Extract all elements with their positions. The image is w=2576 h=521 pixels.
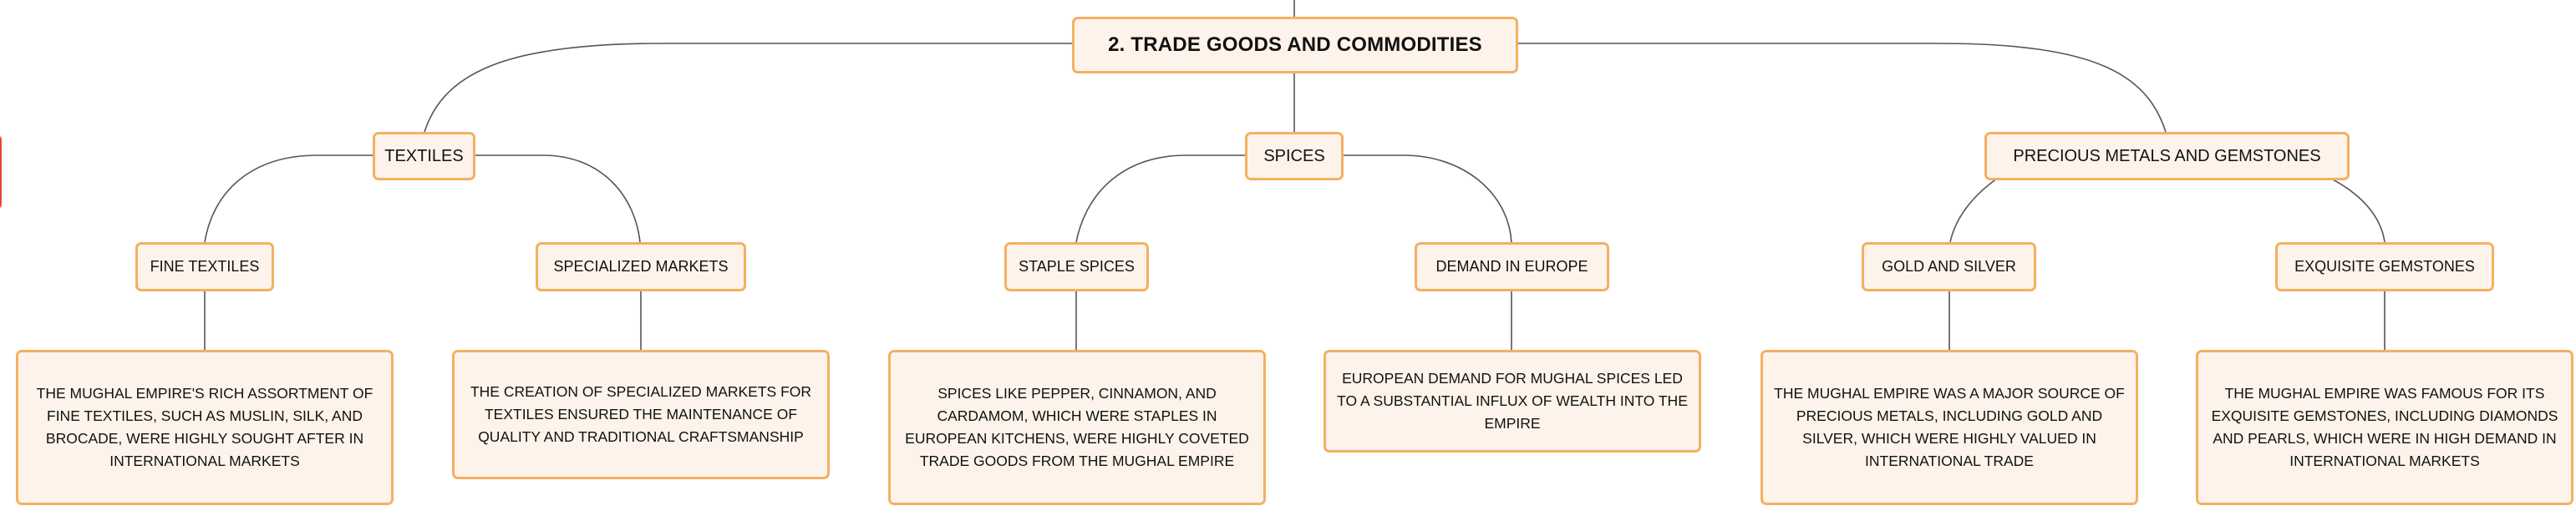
sub-node-label: EXQUISITE GEMSTONES <box>2294 258 2475 275</box>
connector-precious-gold <box>1949 178 1998 243</box>
sub-node-label: FINE TEXTILES <box>150 258 260 275</box>
detail-node-text: THE MUGHAL EMPIRE WAS FAMOUS FOR ITS EXQ… <box>2211 385 2558 469</box>
detail-node-text: THE MUGHAL EMPIRE'S RICH ASSORTMENT OF F… <box>36 385 373 469</box>
connector-spices-staple <box>1075 154 1245 243</box>
sub-node-specialized-markets[interactable]: SPECIALIZED MARKETS <box>536 242 746 291</box>
sub-node-label: SPECIALIZED MARKETS <box>553 258 729 275</box>
detail-node-staple-spices[interactable]: SPICES LIKE PEPPER, CINNAMON, AND CARDAM… <box>888 350 1266 505</box>
detail-node-text: EUROPEAN DEMAND FOR MUGHAL SPICES LED TO… <box>1337 370 1688 432</box>
sub-node-gold-and-silver[interactable]: GOLD AND SILVER <box>1862 242 2036 291</box>
detail-node-fine-textiles[interactable]: THE MUGHAL EMPIRE'S RICH ASSORTMENT OF F… <box>16 350 394 505</box>
sub-node-fine-textiles[interactable]: FINE TEXTILES <box>135 242 274 291</box>
branch-node-label: SPICES <box>1263 146 1325 165</box>
detail-node-exquisite-gemstones[interactable]: THE MUGHAL EMPIRE WAS FAMOUS FOR ITS EXQ… <box>2196 350 2573 505</box>
connector-textiles-specialized <box>475 154 641 243</box>
sub-node-label: GOLD AND SILVER <box>1882 258 2016 275</box>
detail-node-text: THE MUGHAL EMPIRE WAS A MAJOR SOURCE OF … <box>1774 385 2125 469</box>
branch-node-label: TEXTILES <box>384 146 464 165</box>
detail-node-demand-in-europe[interactable]: EUROPEAN DEMAND FOR MUGHAL SPICES LED TO… <box>1324 350 1701 453</box>
connector-textiles-fine <box>204 154 373 243</box>
branch-node-label: PRECIOUS METALS AND GEMSTONES <box>2013 146 2321 165</box>
detail-node-text: THE CREATION OF SPECIALIZED MARKETS FOR … <box>470 383 812 445</box>
detail-node-specialized-markets[interactable]: THE CREATION OF SPECIALIZED MARKETS FOR … <box>452 350 830 479</box>
sub-node-demand-in-europe[interactable]: DEMAND IN EUROPE <box>1415 242 1609 291</box>
connector-spices-demand <box>1344 154 1512 243</box>
connector-root-textiles <box>424 43 1072 133</box>
detail-node-text: SPICES LIKE PEPPER, CINNAMON, AND CARDAM… <box>905 385 1249 469</box>
branch-node-precious-metals[interactable]: PRECIOUS METALS AND GEMSTONES <box>1984 132 2350 180</box>
side-panel-tab[interactable] <box>0 135 2 209</box>
branch-node-spices[interactable]: SPICES <box>1245 132 1344 180</box>
connector-precious-gems <box>2330 178 2385 243</box>
branch-node-textiles[interactable]: TEXTILES <box>373 132 475 180</box>
detail-node-gold-and-silver[interactable]: THE MUGHAL EMPIRE WAS A MAJOR SOURCE OF … <box>1761 350 2138 505</box>
root-node[interactable]: 2. TRADE GOODS AND COMMODITIES <box>1072 17 1518 73</box>
sub-node-label: STAPLE SPICES <box>1019 258 1135 275</box>
sub-node-exquisite-gemstones[interactable]: EXQUISITE GEMSTONES <box>2275 242 2494 291</box>
sub-node-staple-spices[interactable]: STAPLE SPICES <box>1004 242 1149 291</box>
sub-node-label: DEMAND IN EUROPE <box>1435 258 1588 275</box>
connector-root-precious <box>1517 43 2167 133</box>
root-node-label: 2. TRADE GOODS AND COMMODITIES <box>1108 33 1482 56</box>
